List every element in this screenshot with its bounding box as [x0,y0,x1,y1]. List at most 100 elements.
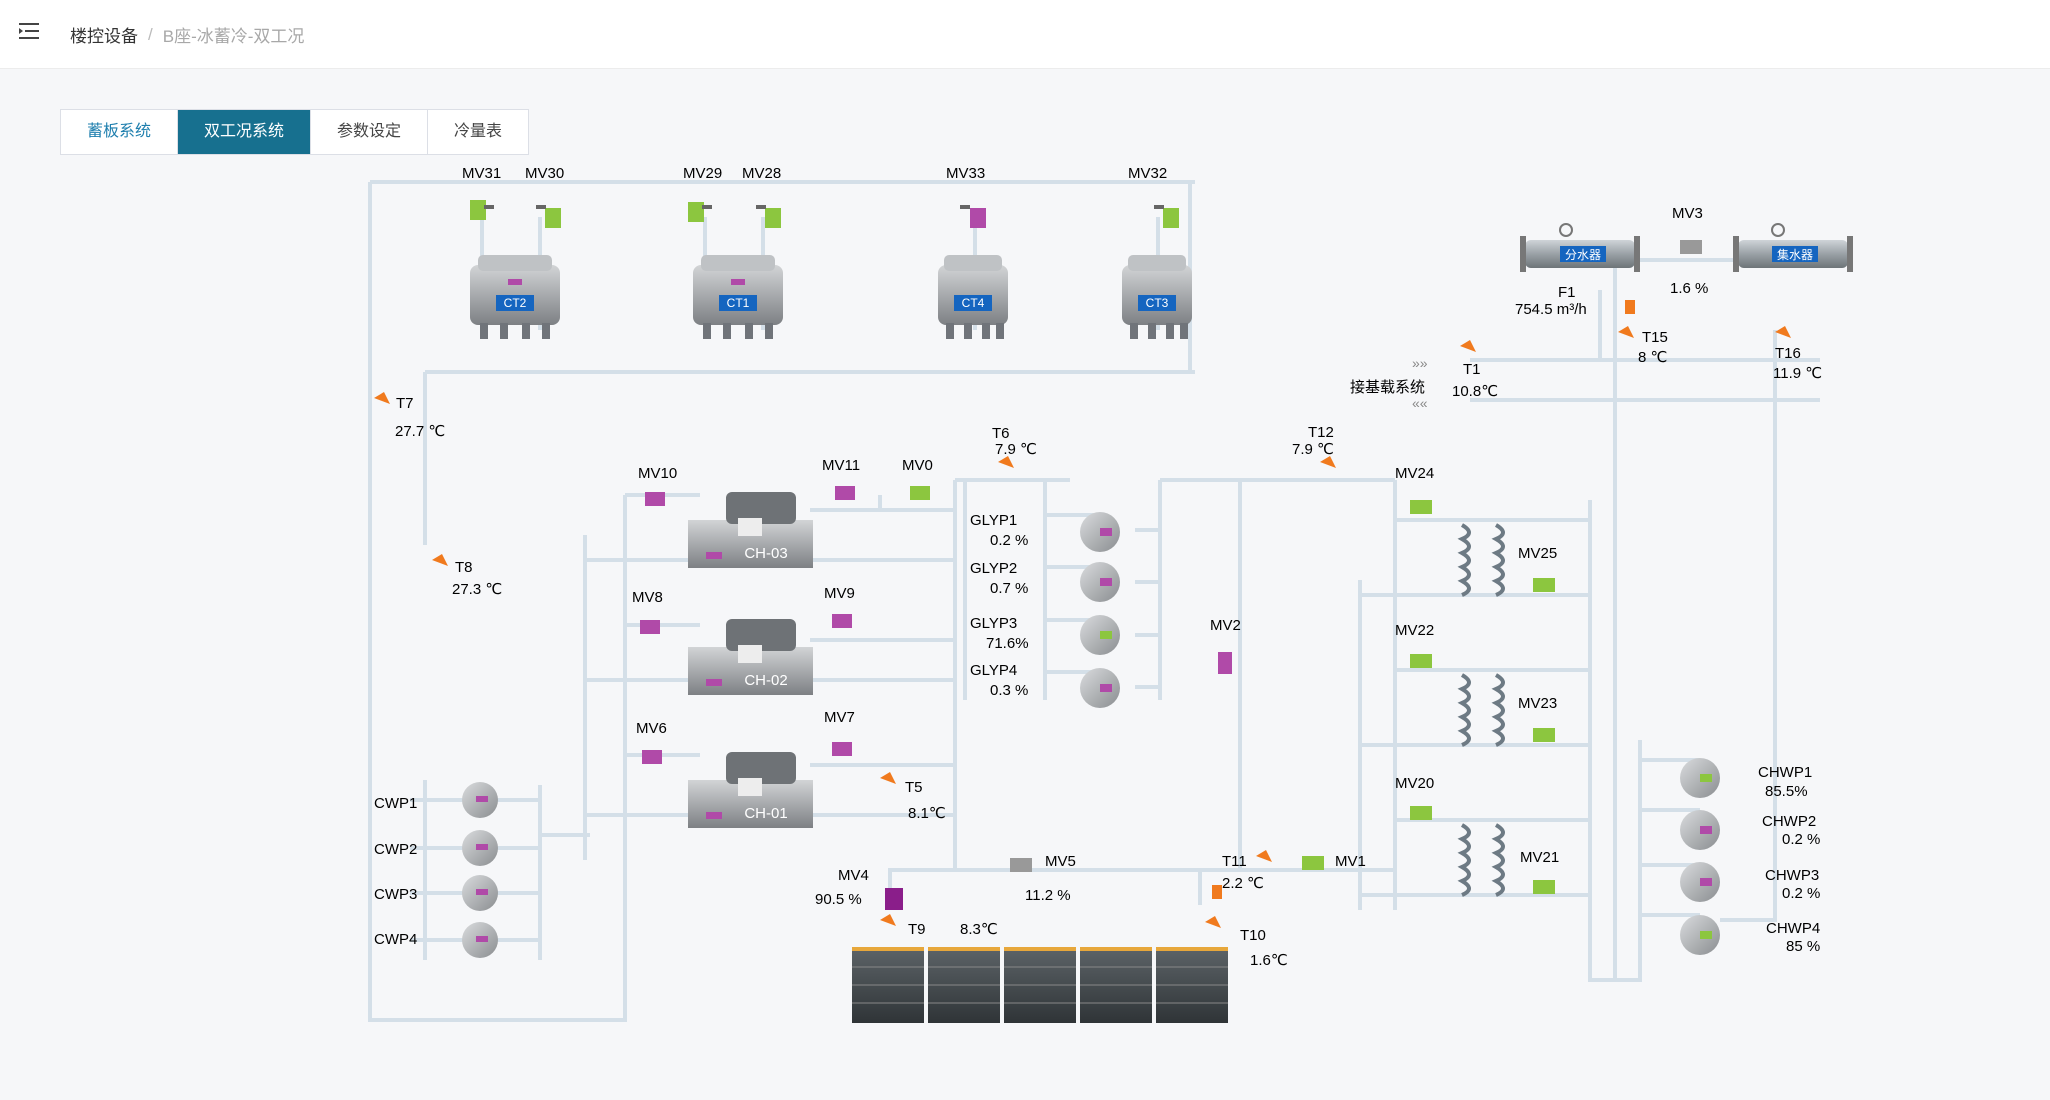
valve-mv33[interactable]: MV33 [946,165,986,228]
valve-mv6[interactable]: MV6 [636,720,667,764]
valve-mv8[interactable]: MV8 [632,589,663,634]
sensor-t15[interactable]: T15 8 ℃ [1618,326,1668,366]
mv10-label: MV10 [638,465,677,482]
valve-mv10[interactable]: MV10 [638,465,677,506]
mv25-label: MV25 [1518,545,1557,562]
valve-mv11[interactable]: MV11 [822,457,860,500]
valve-mv24[interactable]: MV24 [1395,465,1434,514]
cooling-tower-ct2[interactable]: CT2 [470,255,560,339]
cwp3-label: CWP3 [374,886,417,903]
supply-manifold-label: 分水器 [1565,248,1601,262]
sensor-t1[interactable]: T1 10.8℃ [1452,340,1498,400]
chiller-ch-03[interactable]: CH-03 [688,492,813,568]
menu-toggle-icon[interactable] [18,20,42,42]
valve-mv31[interactable]: MV31 [462,165,501,220]
valve-mv5[interactable]: MV5 11.2 % [1010,853,1076,904]
ice-storage-tanks[interactable] [852,947,1228,1023]
t7-label: T7 [396,395,414,412]
pump-chwp1[interactable]: CHWP1 85.5% [1680,758,1812,800]
t15-label: T15 [1642,329,1668,346]
mv8-label: MV8 [632,589,663,606]
pump-cwp2[interactable]: CWP2 [374,830,498,866]
t5-reading: 8.1℃ [908,805,946,822]
valve-mv28[interactable]: MV28 [742,165,781,228]
chwp1-label: CHWP1 [1758,764,1812,781]
heat-exchanger-2 [1457,673,1505,747]
sensor-t10[interactable]: T10 1.6℃ [1205,916,1288,969]
chiller-ch-02[interactable]: CH-02 [688,619,813,695]
valve-mv25[interactable]: MV25 [1518,545,1557,592]
valve-mv20[interactable]: MV20 [1395,775,1434,820]
sensor-t16[interactable]: T16 11.9 ℃ [1773,326,1822,382]
mv22-label: MV22 [1395,622,1434,639]
valve-mv3[interactable]: MV3 1.6 % [1670,205,1708,297]
valve-mv32[interactable]: MV32 [1128,165,1179,228]
valve-mv9[interactable]: MV9 [824,585,855,628]
ct3-label: CT3 [1146,296,1169,310]
valve-mv23[interactable]: MV23 [1518,695,1557,742]
sensor-t6[interactable]: T6 7.9 ℃ [992,425,1037,468]
ct4-label: CT4 [962,296,985,310]
mv21-label: MV21 [1520,849,1559,866]
t5-label: T5 [905,779,923,796]
pump-cwp4[interactable]: CWP4 [374,922,498,958]
supply-manifold[interactable]: 分水器 [1520,223,1640,272]
cooling-tower-ct1[interactable]: CT1 [693,255,783,339]
mv3-label: MV3 [1672,205,1703,222]
chiller-ch-01[interactable]: CH-01 [688,752,813,828]
pump-glyp4[interactable]: GLYP4 0.3 % [970,662,1120,708]
sensor-t5[interactable]: T5 8.1℃ [880,772,946,822]
ct2-label: CT2 [504,296,527,310]
cooling-tower-ct4[interactable]: CT4 [938,255,1008,339]
valve-mv2[interactable]: MV2 [1210,617,1241,674]
pump-chwp4[interactable]: CHWP4 85 % [1680,915,1820,955]
valve-mv22[interactable]: MV22 [1395,622,1434,668]
load-system: »» 接基载系统 «« [1350,355,1428,411]
t10-reading: 1.6℃ [1250,952,1288,969]
breadcrumb-root[interactable]: 楼控设备 [70,27,138,46]
pump-glyp3[interactable]: GLYP3 71.6% [970,615,1120,655]
pump-glyp1[interactable]: GLYP1 0.2 % [970,512,1120,552]
tab-cooling-meter[interactable]: 冷量表 [454,123,503,140]
t9-label: T9 [908,921,926,938]
glyp1-label: GLYP1 [970,512,1017,529]
valve-mv29[interactable]: MV29 [683,165,722,222]
valve-mv30[interactable]: MV30 [525,165,564,228]
tab-parameter-settings[interactable]: 参数设定 [311,110,429,154]
mv33-label: MV33 [946,165,985,182]
sensor-t11[interactable]: T11 2.2 ℃ [1212,850,1272,899]
valve-mv1[interactable]: MV1 [1302,853,1366,870]
pump-glyp2[interactable]: GLYP2 0.7 % [970,560,1120,602]
pump-cwp1[interactable]: CWP1 [374,782,498,818]
valve-mv21[interactable]: MV21 [1520,849,1559,894]
ch-03-label: CH-03 [744,545,787,562]
pump-cwp3[interactable]: CWP3 [374,875,498,911]
cooling-tower-ct3[interactable]: CT3 [1122,255,1192,339]
valve-mv0[interactable]: MV0 [902,457,933,500]
sensor-t12[interactable]: T12 7.9 ℃ [1292,424,1336,468]
cwp4-label: CWP4 [374,931,417,948]
sensor-t9[interactable]: T9 8.3℃ [880,914,998,938]
t12-reading: 7.9 ℃ [1292,441,1334,458]
t10-label: T10 [1240,927,1266,944]
valve-mv4[interactable]: MV4 90.5 % [815,867,903,910]
mv23-label: MV23 [1518,695,1557,712]
sensor-t7[interactable]: T7 27.7 ℃ [374,392,445,440]
tab-dual-mode-system[interactable]: 双工况系统 [178,110,312,154]
mv0-label: MV0 [902,457,933,474]
t7-reading: 27.7 ℃ [395,423,445,440]
glyp3-value: 71.6% [986,635,1029,652]
t16-reading: 11.9 ℃ [1773,365,1822,382]
pump-chwp3[interactable]: CHWP3 0.2 % [1680,862,1820,902]
load-system-label: 接基载系统 [1350,379,1425,396]
mv7-label: MV7 [824,709,855,726]
t11-label: T11 [1222,853,1247,870]
ch-02-label: CH-02 [744,672,787,689]
sensor-t8[interactable]: T8 27.3 ℃ [432,554,502,598]
mv31-label: MV31 [462,165,501,182]
valve-mv7[interactable]: MV7 [824,709,855,756]
return-manifold[interactable]: 集水器 [1733,223,1853,272]
tab-storage-system[interactable]: 蓄板系统 [61,110,179,154]
pump-chwp2[interactable]: CHWP2 0.2 % [1680,810,1820,850]
